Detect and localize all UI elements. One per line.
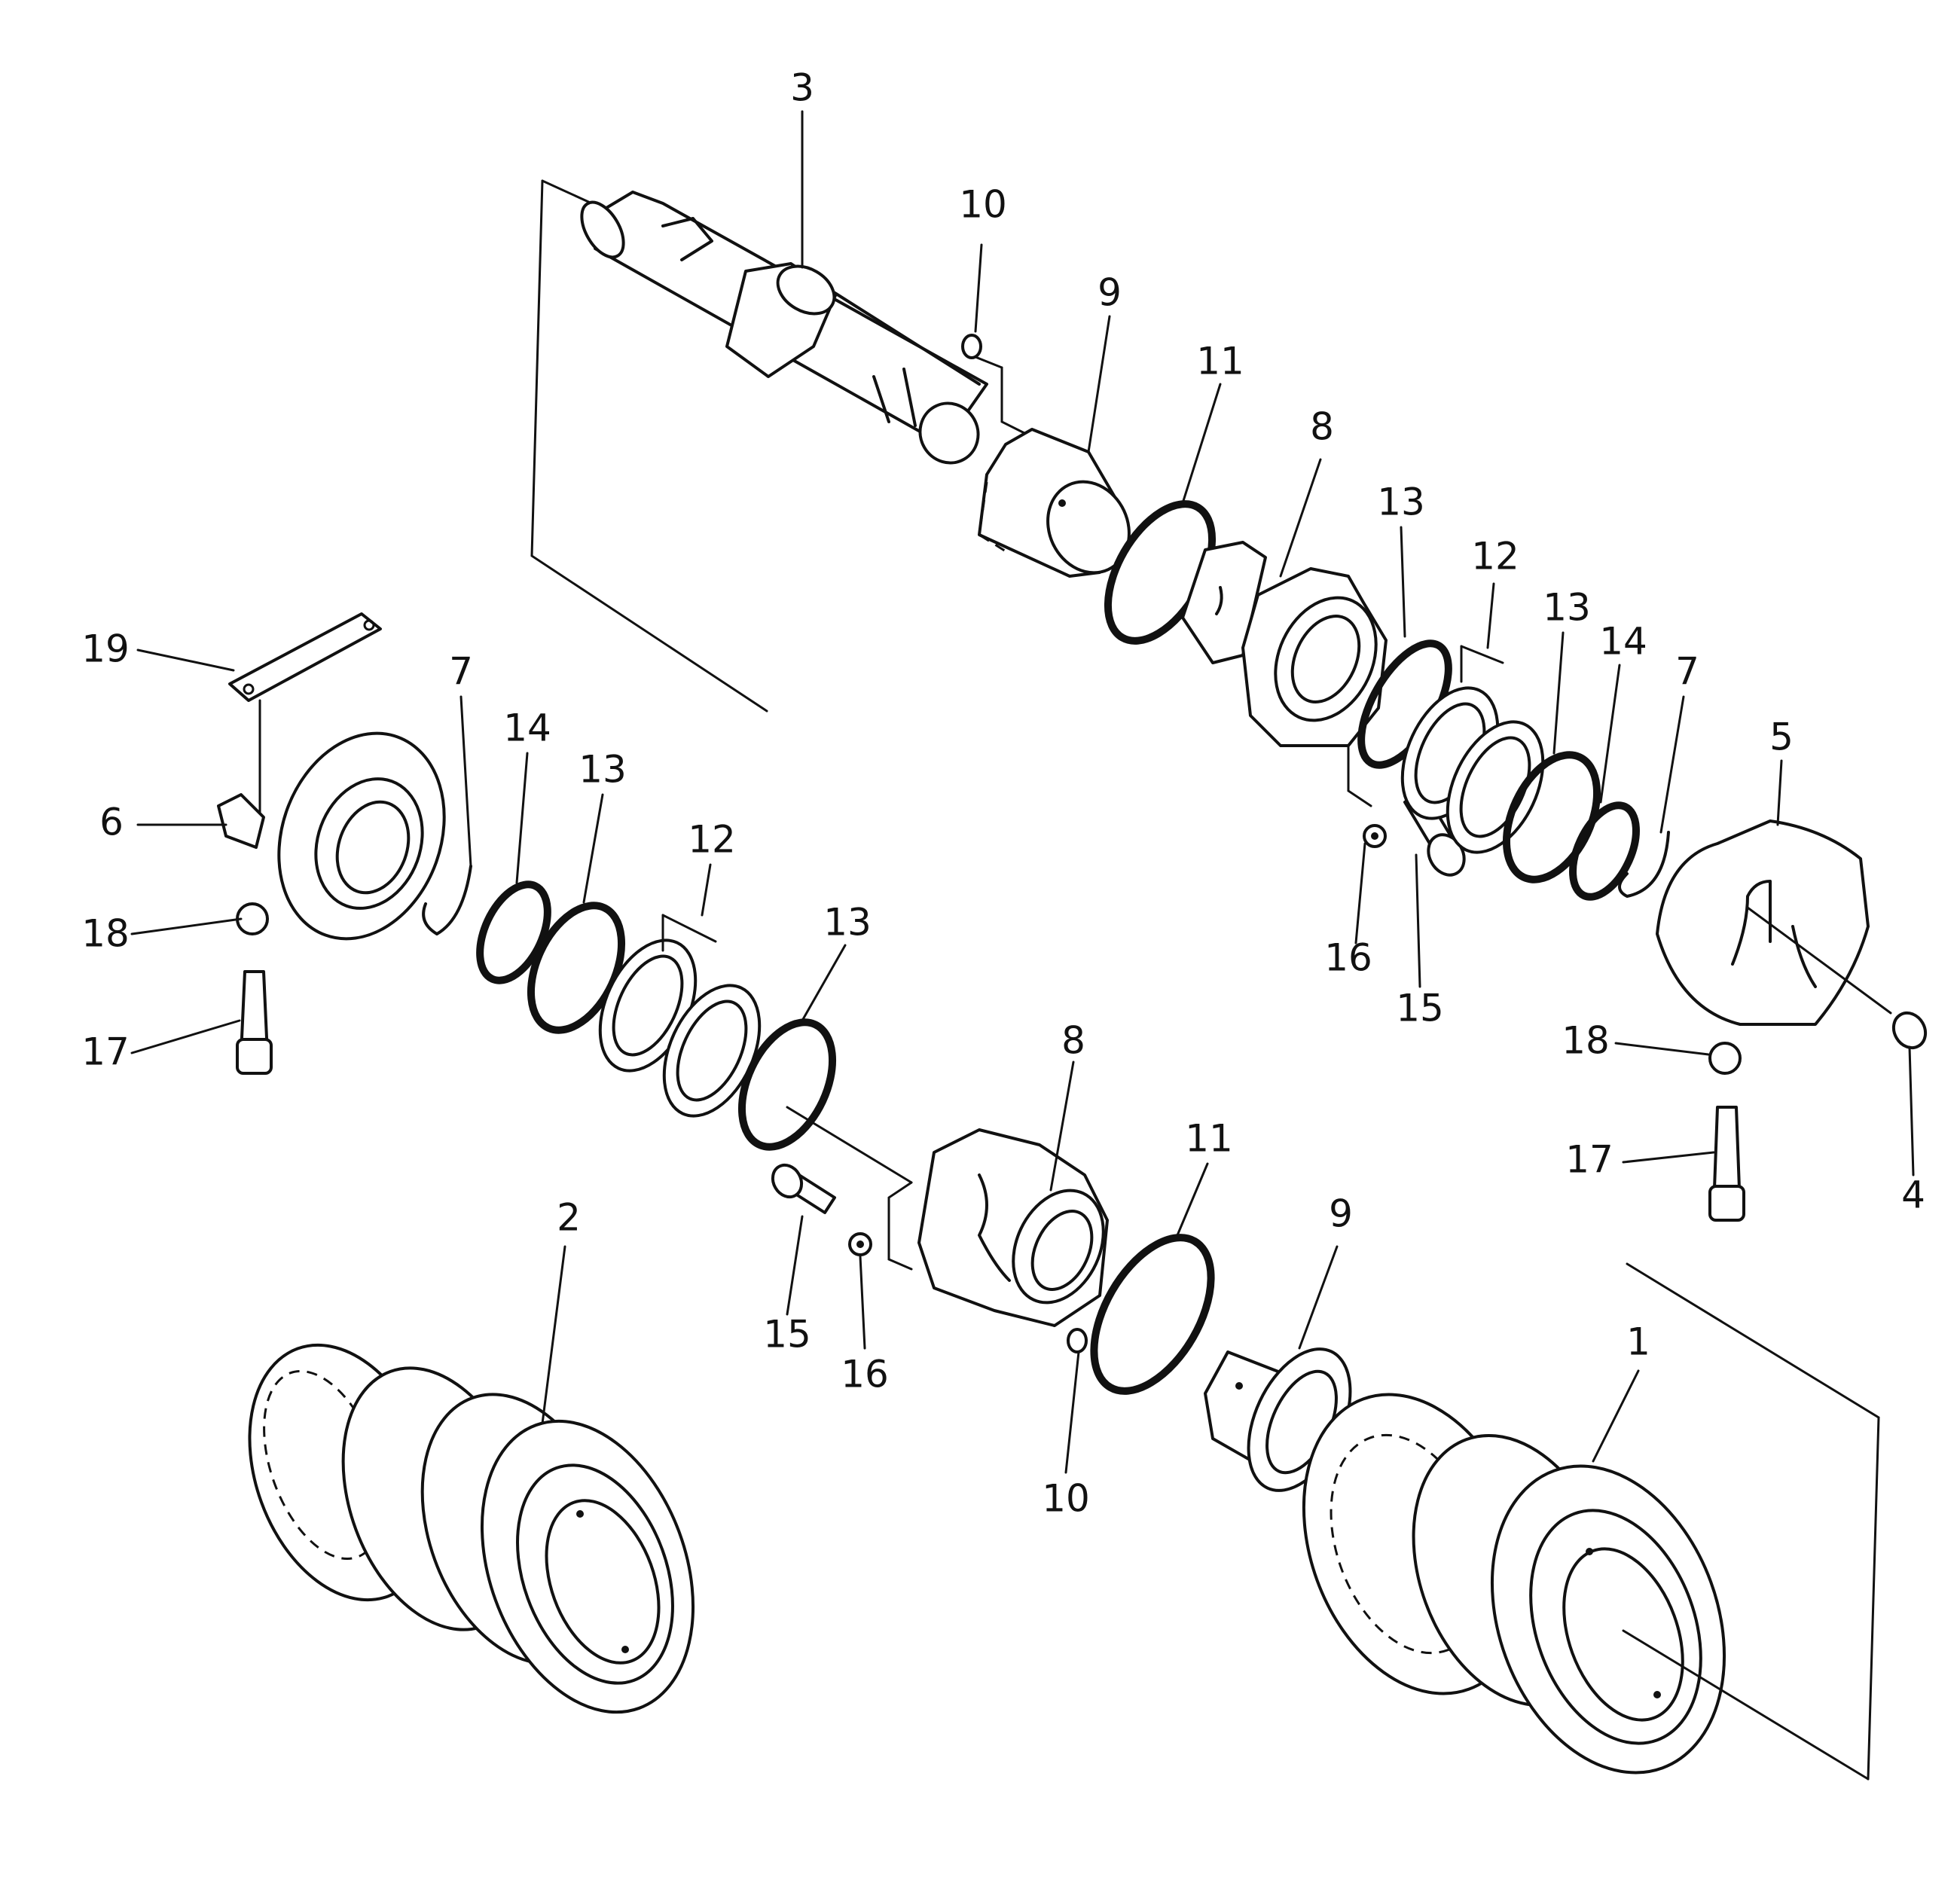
callout-16-upper: 16 (1324, 936, 1372, 980)
plug-part-4 (1891, 1011, 1928, 1050)
callout-7-upper: 7 (1675, 650, 1699, 694)
pin-part-10-lower (1067, 1328, 1088, 1353)
callout-13-lower-a: 13 (579, 748, 627, 792)
bolt-part-17-left (236, 970, 273, 1075)
callout-labels: 3 10 9 11 8 13 12 13 14 7 5 16 15 18 17 … (81, 66, 1925, 1521)
callout-19: 19 (81, 627, 130, 671)
callout-1: 1 (1626, 1320, 1650, 1364)
callout-12-upper: 12 (1471, 535, 1519, 578)
bolt-part-17-right (1708, 1106, 1745, 1222)
collar-part-6 (217, 731, 446, 941)
callout-8-lower: 8 (1061, 1019, 1085, 1063)
callout-7-lower: 7 (449, 650, 473, 694)
callout-16-lower: 16 (841, 1353, 889, 1396)
callout-3: 3 (790, 66, 814, 110)
ring-part-14-upper (1569, 801, 1640, 901)
seal-housing-part-8-upper (1181, 541, 1388, 747)
retainer-part-7-upper (1618, 831, 1670, 898)
callout-13-upper-b: 13 (1543, 586, 1591, 630)
washer-part-16-upper (1363, 824, 1387, 848)
callout-2: 2 (557, 1196, 581, 1240)
callout-18-left: 18 (81, 912, 130, 956)
assembly-bracket-lower-right (1626, 1262, 1880, 1781)
callout-4: 4 (1901, 1173, 1925, 1217)
callout-9-upper: 9 (1098, 271, 1122, 315)
washer-part-18-right (1708, 1042, 1742, 1075)
callout-11-lower: 11 (1185, 1117, 1233, 1161)
callout-11-upper: 11 (1196, 340, 1244, 383)
leader-lines (130, 110, 1783, 1474)
callout-12-lower: 12 (688, 818, 736, 862)
roller-part-2 (248, 1343, 695, 1714)
retainer-part-7-lower (422, 865, 472, 935)
seal-set-part-12-lower (598, 938, 762, 1118)
callout-17-right: 17 (1565, 1138, 1613, 1182)
callout-5: 5 (1769, 716, 1794, 759)
assembly-bracket-upper-left (530, 179, 768, 713)
callout-10-lower: 10 (1042, 1477, 1090, 1521)
callout-15-lower: 15 (763, 1313, 811, 1356)
callout-14-upper: 14 (1599, 620, 1647, 664)
o-ring-part-11-lower (1090, 1234, 1215, 1395)
callout-18-right: 18 (1562, 1019, 1610, 1063)
washer-part-16-lower (848, 1232, 872, 1256)
ring-part-14-lower (476, 880, 551, 984)
callout-15-upper: 15 (1396, 987, 1444, 1030)
callout-8-upper: 8 (1310, 405, 1334, 449)
collar-part-5 (1656, 819, 1870, 1026)
callout-13-upper-a: 13 (1377, 481, 1425, 524)
plate-part-19 (228, 612, 382, 702)
seal-set-part-12-upper (1400, 686, 1545, 854)
shaft-part-3 (580, 191, 988, 465)
pin-part-10-upper (961, 334, 982, 359)
callout-6: 6 (99, 801, 124, 844)
roller-part-1 (1302, 1393, 1726, 1775)
callout-14-lower: 14 (503, 706, 551, 750)
seal-housing-part-8-lower (917, 1128, 1109, 1327)
ring-part-13-lower-b (737, 1018, 837, 1151)
bushing-part-9-upper (978, 428, 1131, 578)
callout-13-lower-b: 13 (823, 901, 872, 944)
callout-9-lower: 9 (1329, 1192, 1353, 1236)
bolt-part-15-lower (771, 1163, 836, 1214)
callout-10-upper: 10 (959, 183, 1007, 227)
callout-17-left: 17 (81, 1030, 130, 1074)
